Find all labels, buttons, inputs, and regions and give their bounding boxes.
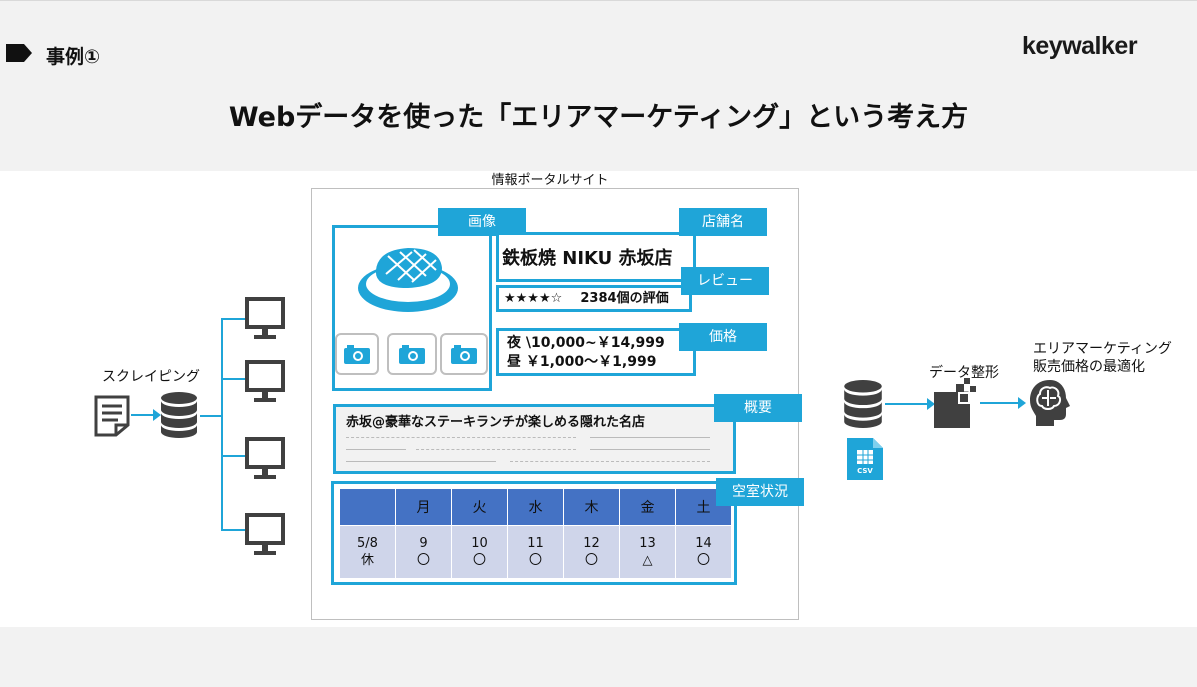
- portal-label: 情報ポータルサイト: [491, 173, 609, 188]
- monitor-icon: [245, 437, 285, 479]
- section-title: 事例①: [46, 46, 101, 68]
- scraping-label: スクレイピング: [102, 369, 200, 385]
- csv-file-icon: CSV: [845, 436, 885, 482]
- database-icon: [161, 392, 197, 438]
- price-day: 昼 ￥1,000～￥1,999: [507, 354, 657, 370]
- steak-icon: [358, 248, 458, 312]
- arrow-icon: [885, 398, 935, 410]
- tag-vacancy: 空室状況: [716, 478, 804, 506]
- monitor-icon: [245, 360, 285, 402]
- camera-icon: [399, 345, 425, 364]
- calendar-header: 水: [507, 488, 564, 526]
- brain-head-icon: [1030, 380, 1070, 426]
- database-icon: [844, 380, 882, 428]
- review-count: 2384個の評価: [580, 291, 669, 306]
- summary-box: [333, 404, 736, 474]
- monitor-icon: [245, 513, 285, 555]
- tag-image: 画像: [438, 208, 526, 236]
- price-night: 夜 \10,000~￥14,999: [507, 335, 665, 351]
- tag-summary: 概要: [714, 394, 802, 422]
- tag-price: 価格: [679, 323, 767, 351]
- calendar-cell: 13△: [619, 525, 676, 579]
- photo-thumbnail[interactable]: [440, 333, 488, 375]
- review-box: [496, 285, 692, 312]
- calendar-header: 火: [451, 488, 508, 526]
- calendar-header: 月: [395, 488, 452, 526]
- tag-shop-name: 店舗名: [679, 208, 767, 236]
- data-shaping-icon: [934, 378, 976, 428]
- camera-icon: [451, 345, 477, 364]
- result-line-1: エリアマーケティング: [1033, 341, 1172, 357]
- rating-stars: ★★★★☆: [504, 291, 563, 306]
- section-marker-icon: [6, 44, 32, 62]
- arrow-icon: [980, 397, 1026, 409]
- camera-icon: [344, 345, 370, 364]
- document-icon: [94, 395, 130, 437]
- header-band: [0, 0, 1197, 171]
- footer-band: [0, 627, 1197, 687]
- calendar-header: [339, 488, 396, 526]
- tag-review: レビュー: [681, 267, 769, 295]
- arrow-icon: [131, 409, 161, 421]
- shop-name-box: [496, 232, 696, 282]
- photo-thumbnail[interactable]: [387, 333, 437, 375]
- price-box: [496, 328, 696, 376]
- page-title: Webデータを使った「エリアマーケティング」という考え方: [228, 102, 969, 133]
- calendar-header: 金: [619, 488, 676, 526]
- monitor-icon: [245, 297, 285, 339]
- result-label: エリアマーケティング 販売価格の最適化: [1033, 340, 1172, 376]
- summary-text: 赤坂@豪華なステーキランチが楽しめる隠れた名店: [346, 415, 646, 430]
- photo-thumbnail[interactable]: [335, 333, 379, 375]
- csv-label: CSV: [857, 467, 873, 475]
- shop-name: 鉄板焼 NIKU 赤坂店: [502, 248, 673, 269]
- shaping-label: データ整形: [929, 365, 999, 381]
- result-line-2: 販売価格の最適化: [1033, 359, 1145, 375]
- calendar-header: 木: [563, 488, 620, 526]
- review-rating: ★★★★☆ 2384個の評価: [504, 290, 669, 308]
- keywalker-logo: keywalker: [1022, 32, 1138, 60]
